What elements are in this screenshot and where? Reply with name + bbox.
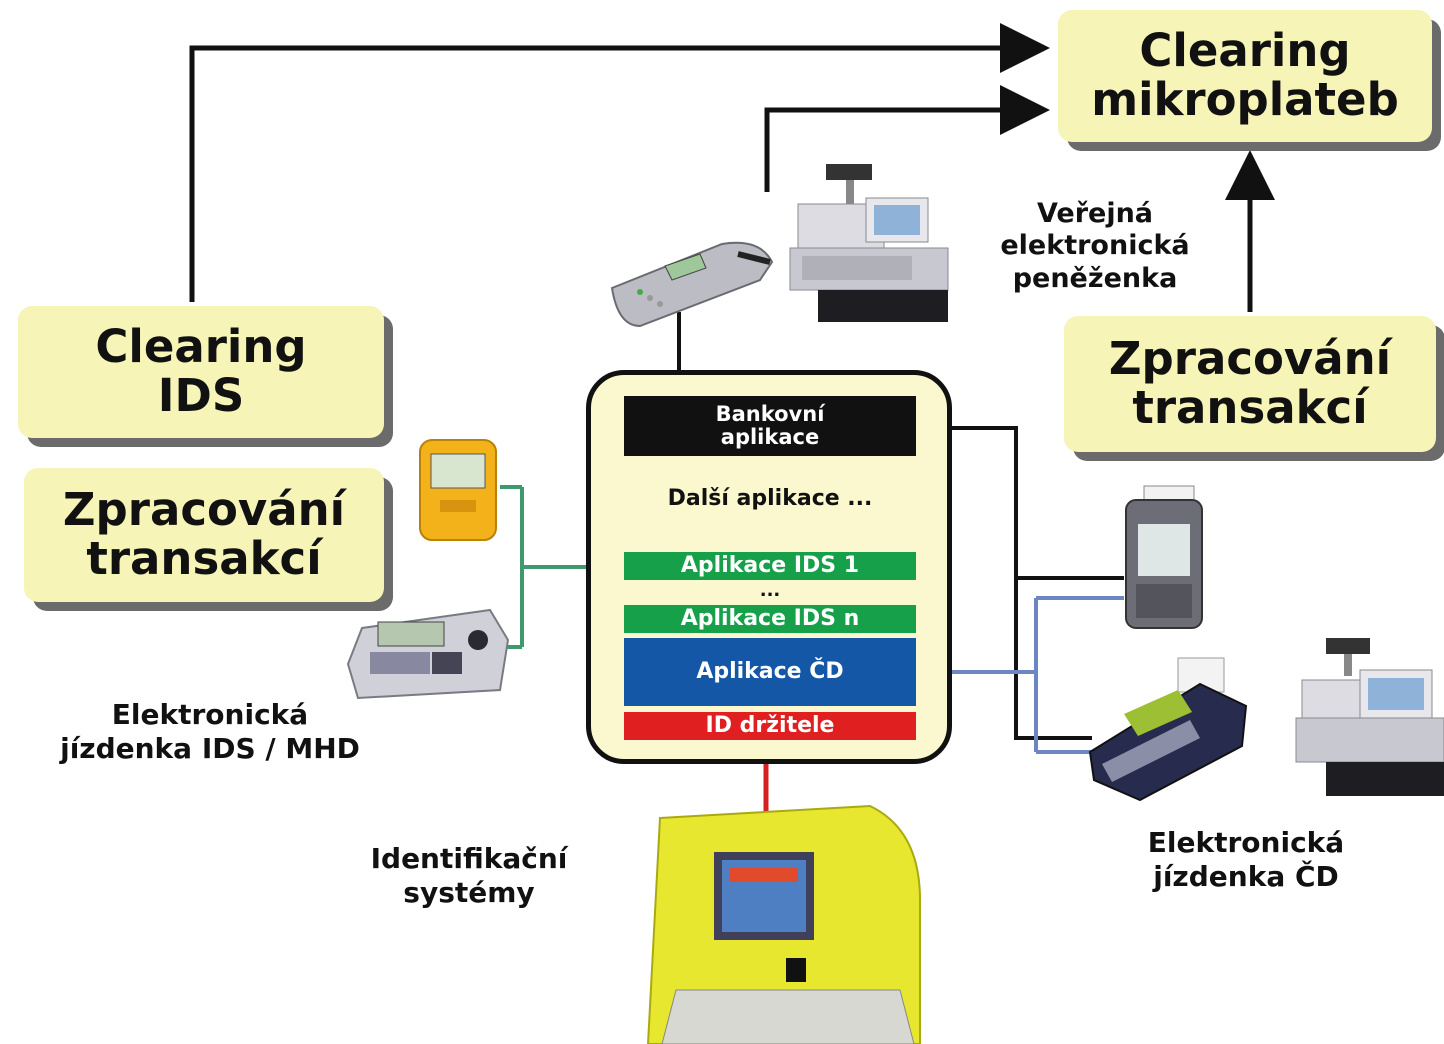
verejna-line2: elektronická [1000,230,1190,262]
clearing-ids-line1: Clearing [95,320,307,374]
identifikacni-line2: systémy [403,875,535,909]
ticket-validator-icon [419,439,497,541]
pos-terminal-icon [610,241,774,328]
clearing-ids-line2: IDS [157,369,245,422]
zpracovani-right-line1: Zpracování [1108,332,1392,386]
cash-register-icon-2 [1295,638,1444,796]
verejna-line1: Veřejná [1036,198,1154,229]
zpracovani-left-line1: Zpracování [62,483,346,537]
zpracovani-left-line2: transakcí [86,532,322,585]
arrow-register-to-mikroplateb [764,85,1050,192]
line-cd-to-right-devices [916,596,1124,754]
jizdenka-cd-line2: jízdenka ČD [1153,859,1339,893]
aplikace-cd-bar: Aplikace ČD [624,638,916,706]
aplikace-ids-1-bar: Aplikace IDS 1 [624,552,916,580]
dalsi-aplikace-label: Další aplikace ... [667,486,873,511]
verejna-line3: peněženka [1012,262,1178,294]
card-payment-terminal-icon [1088,657,1248,802]
zpracovani-right-line2: transakcí [1132,381,1368,434]
jizdenka-ids-line2: jízdenka IDS / MHD [60,731,360,765]
line-ids-to-validators [500,485,624,649]
ticket-printer-icon [346,608,510,700]
cash-register-icon [789,164,949,322]
identifikacni-systemy-label: Identifikační systémy [334,842,604,909]
clearing-mikroplateb-line2: mikroplateb [1091,73,1399,126]
identifikacni-line1: Identifikační [370,842,568,875]
clearing-mikroplateb-box: Clearing mikroplateb [1058,10,1432,142]
bankovni-line1: Bankovní [715,401,825,426]
line-bankovni-to-right-devices [916,426,1124,740]
verejna-penezenka-label: Veřejná elektronická peněženka [950,198,1240,295]
jizdenka-cd-line1: Elektronická [1147,826,1345,859]
ids-ellipsis: ... [759,580,781,601]
bankovni-line2: aplikace [720,425,820,449]
handheld-terminal-icon [1125,485,1203,629]
kiosk-icon [646,804,921,1044]
zpracovani-left-box: Zpracování transakcí [24,468,384,602]
jizdenka-cd-label: Elektronická jízdenka ČD [1096,826,1396,893]
aplikace-ids-n-bar: Aplikace IDS n [624,605,916,633]
zpracovani-right-box: Zpracování transakcí [1064,316,1436,452]
clearing-mikroplateb-line1: Clearing [1139,24,1351,78]
clearing-ids-box: Clearing IDS [18,306,384,438]
arrow-clearing-ids-to-mikroplateb [189,23,1050,302]
bankovni-aplikace-bar: Bankovní aplikace [624,396,916,456]
id-drzitele-bar: ID držitele [624,712,916,740]
jizdenka-ids-label: Elektronická jízdenka IDS / MHD [4,698,416,765]
jizdenka-ids-line1: Elektronická [111,698,309,731]
